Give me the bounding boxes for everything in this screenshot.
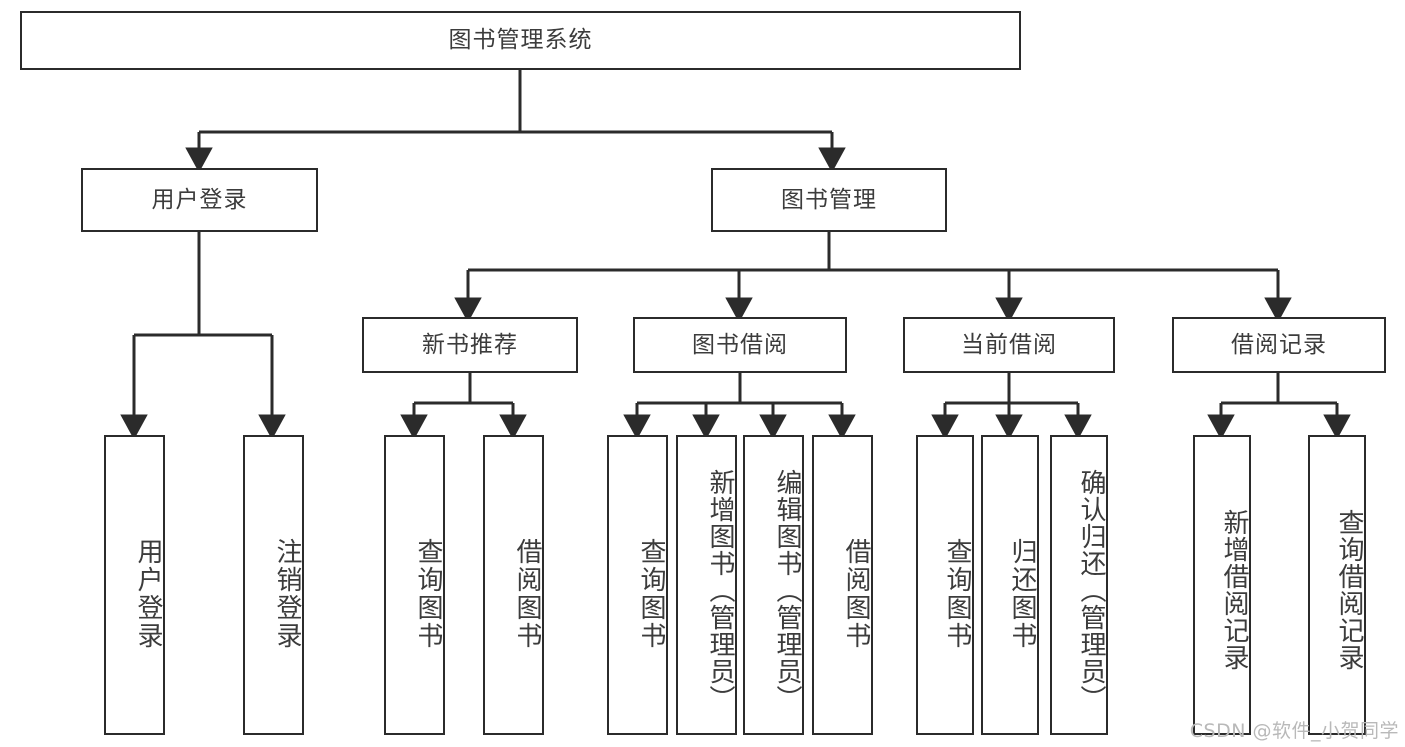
leaf-current-query-book[interactable]: 查询图书 (916, 435, 974, 735)
node-book-borrow[interactable]: 图书借阅 (633, 317, 847, 373)
node-book-management[interactable]: 图书管理 (711, 168, 947, 232)
node-new-book-recommend[interactable]: 新书推荐 (362, 317, 578, 373)
leaf-new-book-borrow[interactable]: 借阅图书 (483, 435, 544, 735)
node-borrow-record[interactable]: 借阅记录 (1172, 317, 1386, 373)
leaf-borrow-edit-book-admin[interactable]: 编辑图书（管理员） (743, 435, 804, 735)
leaf-record-query-record[interactable]: 查询借阅记录 (1308, 435, 1366, 735)
leaf-user-login-signout[interactable]: 注销登录 (243, 435, 304, 735)
leaf-borrow-borrow-book[interactable]: 借阅图书 (812, 435, 873, 735)
csdn-watermark: CSDN @软件_小贺同学 (1189, 720, 1399, 742)
leaf-new-book-query[interactable]: 查询图书 (384, 435, 445, 735)
node-root-system[interactable]: 图书管理系统 (20, 11, 1021, 70)
leaf-borrow-add-book-admin[interactable]: 新增图书（管理员） (676, 435, 737, 735)
leaf-current-confirm-return-admin[interactable]: 确认归还（管理员） (1050, 435, 1108, 735)
node-current-borrow[interactable]: 当前借阅 (903, 317, 1115, 373)
leaf-record-add-record[interactable]: 新增借阅记录 (1193, 435, 1251, 735)
node-user-login[interactable]: 用户登录 (81, 168, 318, 232)
leaf-current-return-book[interactable]: 归还图书 (981, 435, 1039, 735)
leaf-borrow-query-book[interactable]: 查询图书 (607, 435, 668, 735)
leaf-user-login-signin[interactable]: 用户登录 (104, 435, 165, 735)
